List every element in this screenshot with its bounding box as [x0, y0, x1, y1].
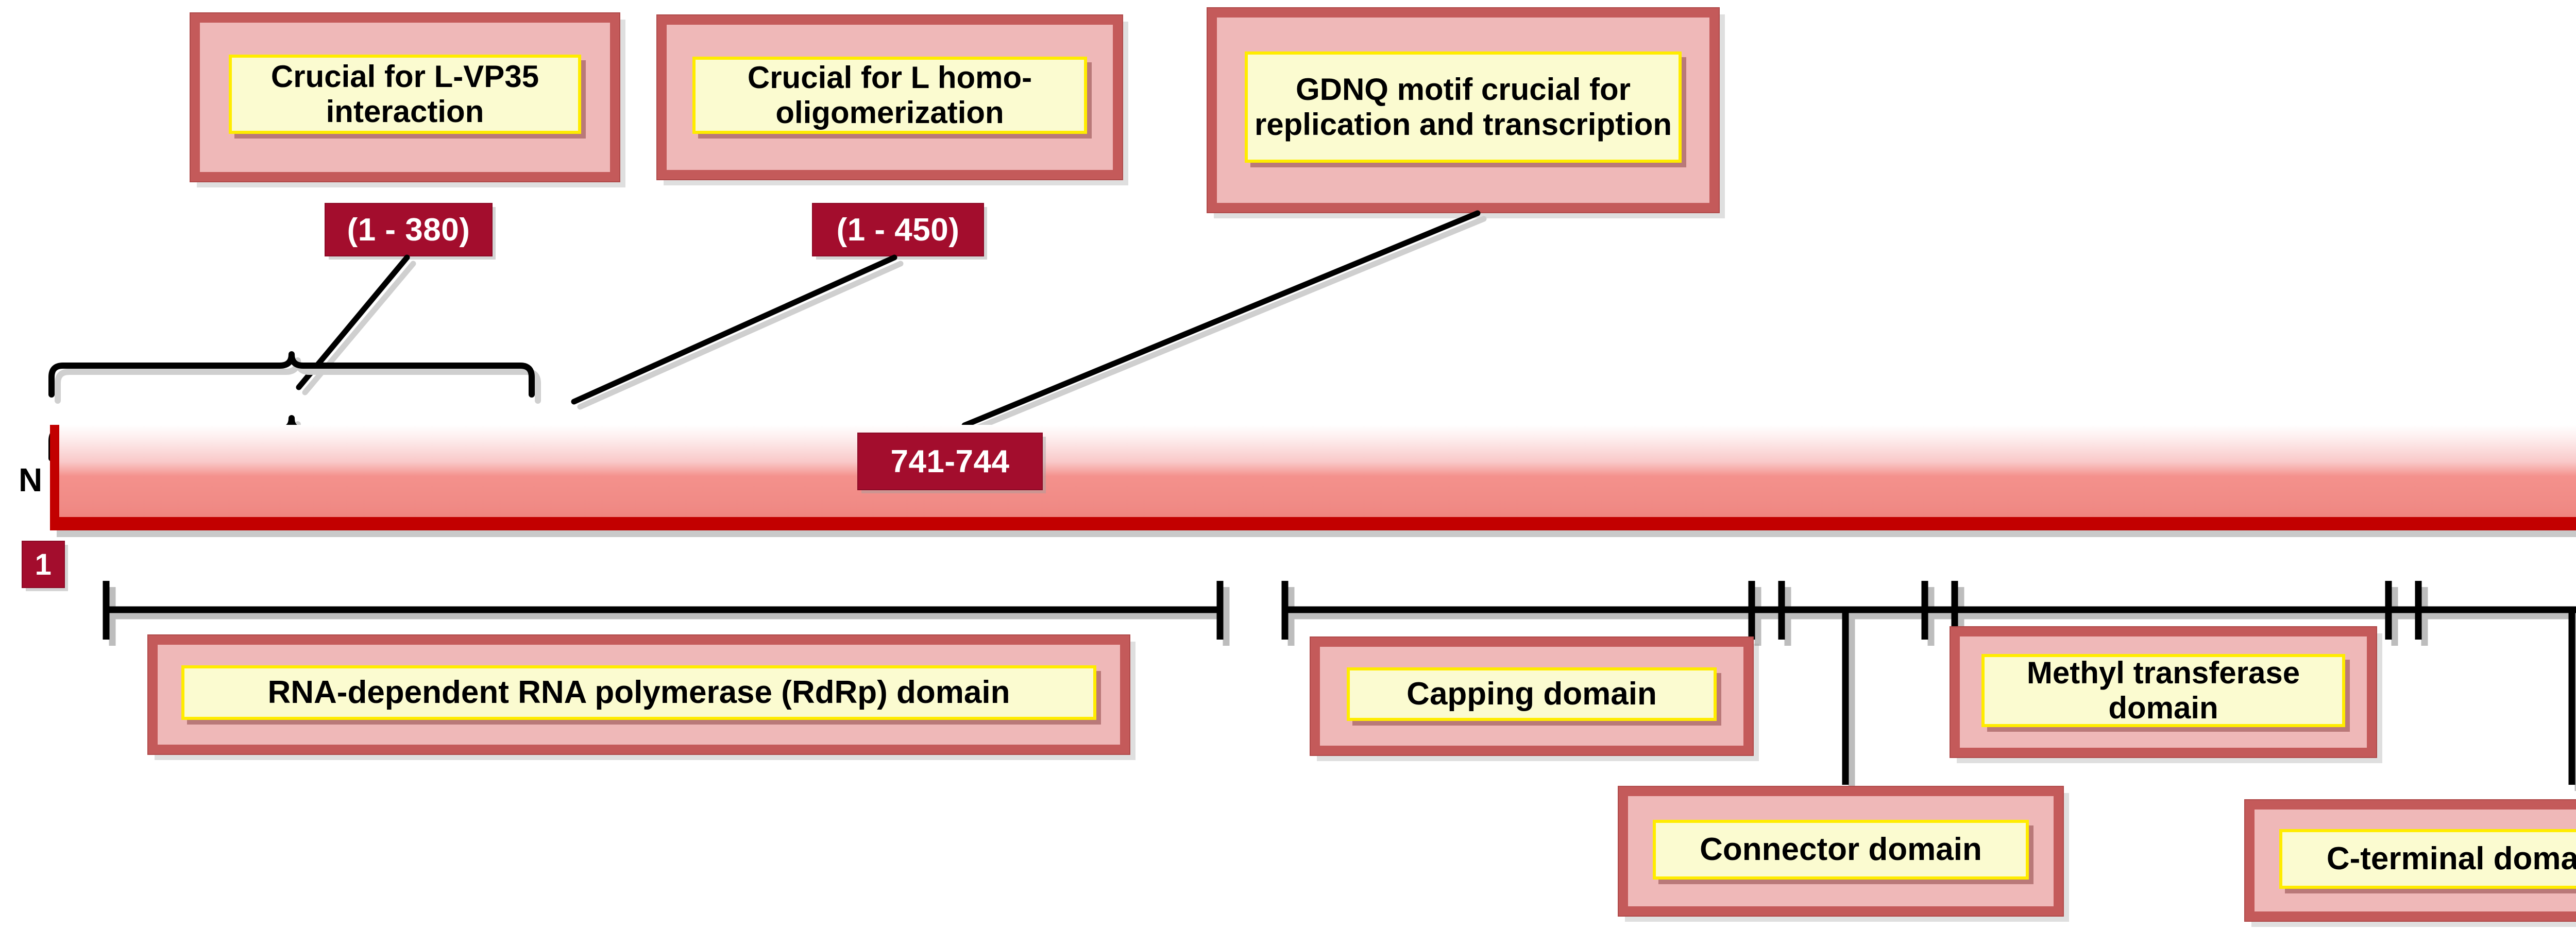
callout-box-gdnq: GDNQ motif crucial for replication and t… [1207, 7, 1720, 213]
domain-label-c-terminal: C-terminal domain [2279, 829, 2576, 889]
range-badge-1-380: (1 - 380) [325, 203, 493, 256]
callout-note-l-vp35: Crucial for L-VP35 interaction [229, 55, 581, 134]
callout-box-l-vp35: Crucial for L-VP35 interaction [190, 12, 620, 182]
motif-position-badge: 741-744 [857, 433, 1043, 490]
domain-box-rdrp: RNA-dependent RNA polymerase (RdRp) doma… [147, 634, 1130, 755]
n-terminus-label: N [19, 461, 43, 498]
callout-box-homo-oligomerization: Crucial for L homo-oligomerization [656, 14, 1123, 180]
domain-label-rdrp: RNA-dependent RNA polymerase (RdRp) doma… [181, 665, 1096, 720]
start-position-badge: 1 [22, 541, 65, 588]
domain-box-connector: Connector domain [1618, 786, 2064, 917]
domain-box-capping: Capping domain [1310, 636, 1754, 756]
domain-label-capping: Capping domain [1347, 667, 1717, 721]
domain-label-connector: Connector domain [1653, 820, 2029, 880]
protein-bar [50, 425, 2576, 530]
callout-note-homo-oligomerization: Crucial for L homo-oligomerization [692, 57, 1087, 134]
callout-note-gdnq: GDNQ motif crucial for replication and t… [1245, 51, 1682, 163]
domain-box-c-terminal: C-terminal domain [2244, 799, 2576, 922]
range-badge-1-450: (1 - 450) [812, 203, 984, 256]
domain-box-methyl-transferase: Methyl transferase domain [1950, 626, 2377, 758]
domain-label-methyl-transferase: Methyl transferase domain [1981, 654, 2345, 727]
